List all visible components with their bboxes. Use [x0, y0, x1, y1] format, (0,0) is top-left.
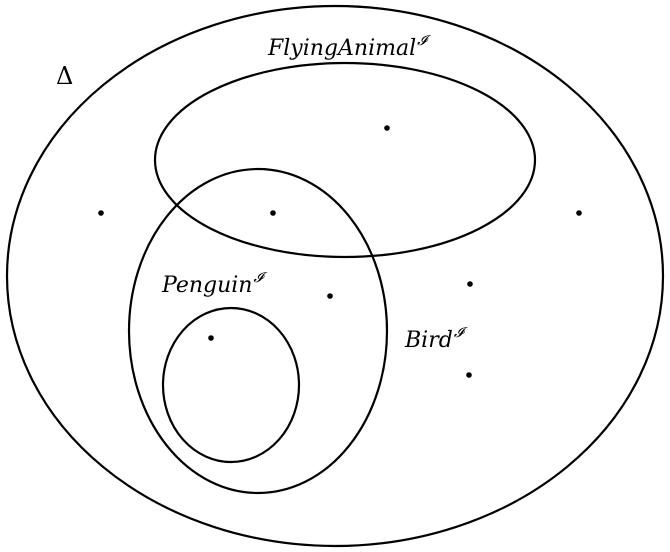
flying-animal-label: FlyingAnimal𝓘 [267, 33, 431, 61]
penguin-name: Penguin [161, 273, 252, 298]
element-point [466, 372, 472, 378]
bird-name: Bird [404, 328, 453, 353]
element-point [576, 210, 582, 216]
element-point [327, 293, 333, 299]
element-point [270, 210, 276, 216]
flying-animal-ellipse [153, 61, 537, 259]
bird-ellipse [127, 167, 389, 495]
bird-label: Bird𝓘 [404, 325, 468, 353]
penguin-superscript: 𝓘 [253, 270, 267, 286]
element-point [384, 125, 390, 131]
flying-animal-name: FlyingAnimal [267, 36, 416, 61]
flying-animal-superscript: 𝓘 [417, 33, 431, 49]
domain-label: Δ [56, 62, 73, 90]
penguin-label: Penguin𝓘 [161, 270, 267, 298]
penguin-ellipse [161, 306, 301, 464]
element-point [467, 281, 473, 287]
bird-superscript: 𝓘 [454, 325, 468, 341]
element-point [98, 210, 104, 216]
domain-ellipse [5, 4, 665, 548]
element-point [208, 335, 214, 341]
